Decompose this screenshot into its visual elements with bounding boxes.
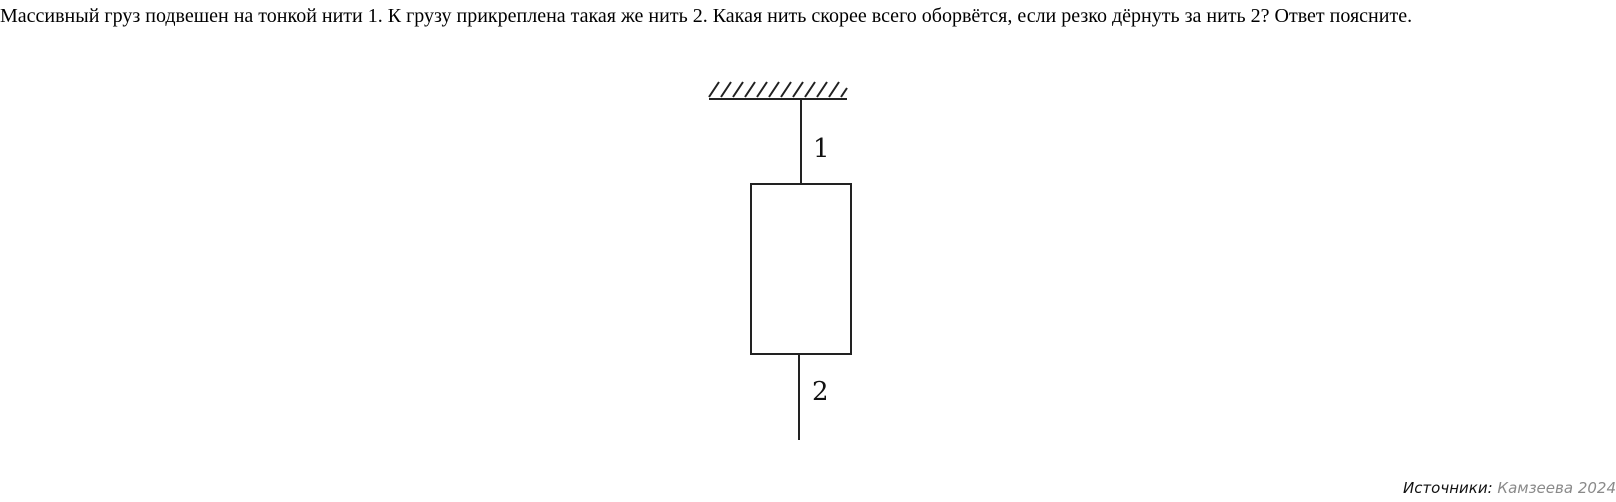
ceiling-hatch-icon [708, 81, 848, 100]
source-label: Источники: [1402, 479, 1493, 497]
source-value: Камзеева 2024 [1497, 479, 1616, 497]
source-attribution: Источники: Камзеева 2024 [1403, 479, 1616, 497]
question-text: Массивный груз подвешен на тонкой нити 1… [0, 5, 1413, 27]
thread-1-label: 1 [813, 134, 830, 164]
weight-block [750, 183, 852, 355]
hanging-weight-diagram: 1 2 [700, 70, 880, 460]
thread-2-label: 2 [812, 377, 829, 407]
